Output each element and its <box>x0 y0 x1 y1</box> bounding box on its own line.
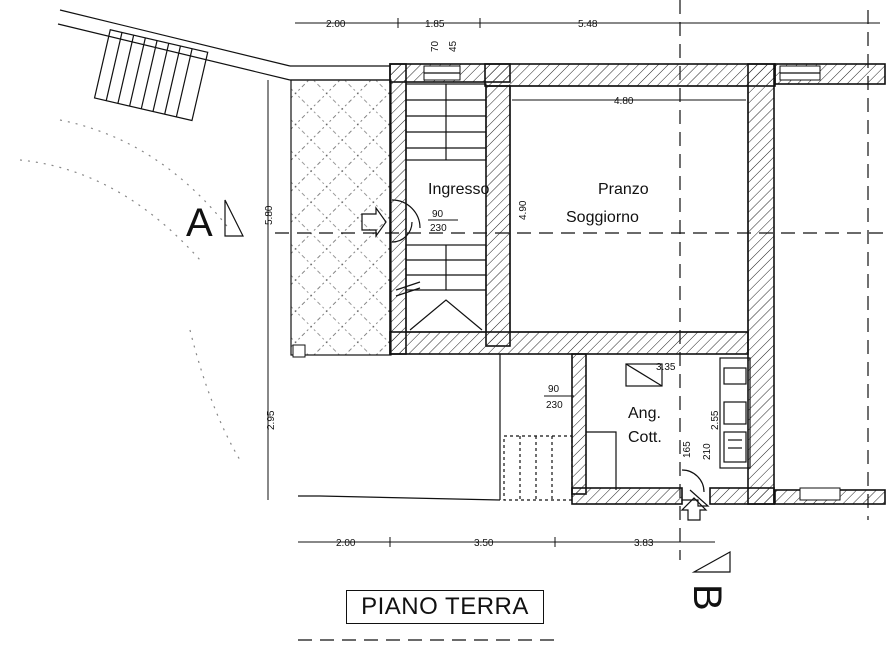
dim-door-rear-h: 210 <box>702 443 713 460</box>
patio-area <box>290 79 392 356</box>
dim-left-lower: 2.95 <box>266 410 277 430</box>
room-label-ingresso: Ingresso <box>428 181 489 198</box>
windows <box>423 65 841 501</box>
dim-door-rear-w: 165 <box>682 441 693 458</box>
dim-door-entry-h: 230 <box>430 223 447 234</box>
pranzo-room-outline <box>509 85 749 333</box>
room-label-cott: Cott. <box>628 429 662 446</box>
room-label-pranzo: Pranzo <box>598 181 649 198</box>
room-label-ang: Ang. <box>628 405 661 422</box>
kitchen-fixtures <box>625 357 751 469</box>
section-marker-b: B <box>685 550 731 611</box>
dim-room-depth: 4.90 <box>518 200 529 220</box>
section-marker-a: A <box>186 199 244 245</box>
rear-door <box>680 469 710 521</box>
dim-top-3: 5.48 <box>578 19 598 30</box>
dim-bottom-3: 3.83 <box>634 538 654 549</box>
dim-kitchen-h: 2.55 <box>710 410 721 430</box>
dim-top-2: 1.85 <box>425 19 445 30</box>
dim-door-entry-w: 90 <box>432 209 444 220</box>
bottom-dimension-line <box>298 537 715 547</box>
svg-text:A: A <box>186 201 213 245</box>
top-dimension-line <box>295 18 880 28</box>
garden-arcs <box>19 119 241 461</box>
plan-title: PIANO TERRA <box>346 590 544 624</box>
dim-window-h: 45 <box>448 40 459 52</box>
lower-boundary <box>298 354 501 501</box>
entry-door <box>361 199 421 243</box>
svg-text:B: B <box>685 584 729 611</box>
patio-pillar <box>292 344 306 358</box>
interior-stairs-lower <box>395 244 487 333</box>
dim-window-w: 70 <box>430 40 441 52</box>
interior-stairs-upper <box>405 83 487 161</box>
dim-kitchen-w: 3.35 <box>656 362 676 373</box>
room-label-soggiorno: Soggiorno <box>566 209 639 226</box>
dim-top-1: 2.00 <box>326 19 346 30</box>
dim-room-width: 4.80 <box>614 96 634 107</box>
dim-left-depth: 5.80 <box>264 205 275 225</box>
basement-stairs <box>503 431 617 501</box>
outdoor-stairs <box>93 29 209 122</box>
dim-door-kitchen-h: 230 <box>546 400 563 411</box>
dim-bottom-2: 3.50 <box>474 538 494 549</box>
dim-door-kitchen-w: 90 <box>548 384 560 395</box>
dim-bottom-1: 2.00 <box>336 538 356 549</box>
